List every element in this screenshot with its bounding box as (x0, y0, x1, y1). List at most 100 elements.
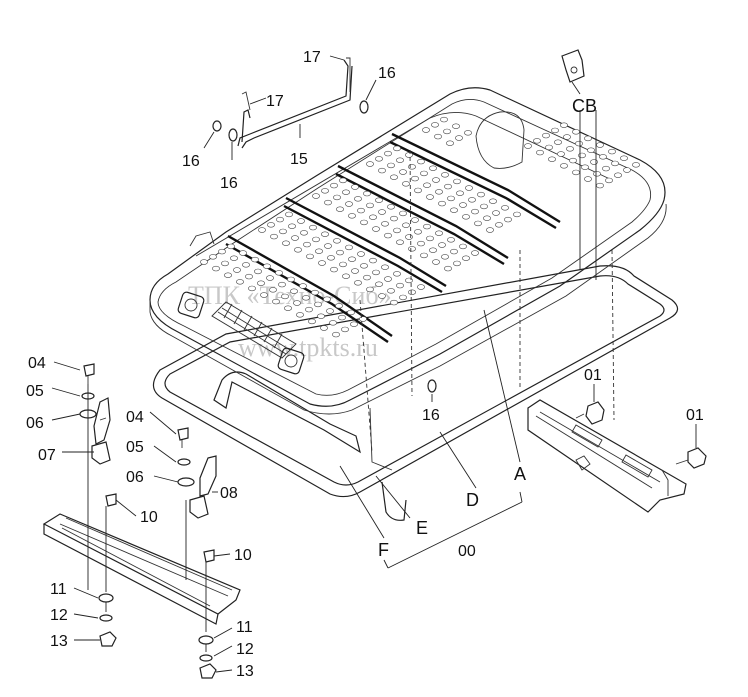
perforation-hole (408, 246, 416, 252)
label-06a: 06 (26, 415, 44, 432)
perforation-hole (438, 200, 446, 207)
perforation-hole (605, 177, 613, 184)
label-f: F (378, 540, 389, 560)
perforation-hole (464, 130, 472, 136)
perforation-hole (444, 183, 452, 190)
perforation-hole (608, 148, 616, 155)
perforation-hole (554, 139, 562, 145)
perforation-hole (242, 262, 250, 268)
label-13a: 13 (50, 633, 68, 650)
perforation-hole (545, 144, 553, 151)
watermark-line2: www.tpkts.ru (238, 333, 378, 362)
perforation-hole (305, 306, 313, 313)
perforation-hole (278, 281, 286, 288)
perforation-hole (315, 248, 323, 254)
cover-main (149, 87, 667, 415)
perforation-hole (399, 294, 407, 301)
perforation-hole (294, 247, 302, 253)
perforation-hole (290, 288, 298, 294)
perforation-hole (309, 224, 317, 231)
perforation-hole (224, 272, 232, 278)
perforation-hole (300, 230, 308, 236)
perforation-hole (375, 156, 383, 162)
label-11b: 11 (236, 619, 253, 636)
perforation-hole (318, 260, 326, 266)
perforation-hole (302, 295, 310, 301)
perforation-hole (411, 217, 419, 223)
perforation-hole (350, 321, 358, 327)
perforation-hole (341, 326, 349, 333)
perforation-hole (321, 231, 329, 237)
perforation-hole (443, 128, 451, 135)
perforation-hole (560, 163, 568, 169)
label-11a: 11 (50, 581, 67, 598)
perforation-hole (405, 234, 413, 240)
perforation-hole (269, 287, 277, 293)
perforation-hole (275, 270, 283, 276)
perforation-hole (390, 299, 398, 306)
perforation-hole (393, 271, 401, 277)
perforation-hole (390, 215, 398, 222)
latch-left (79, 363, 111, 465)
perforation-hole (459, 202, 467, 208)
perforation-hole (474, 220, 482, 227)
perforation-hole (366, 202, 374, 209)
perforation-hole (258, 227, 266, 233)
perforation-hole (417, 284, 425, 290)
nut-13b (199, 663, 217, 679)
label-00: 00 (458, 543, 476, 560)
perforation-hole (284, 305, 292, 311)
perforation-hole (321, 188, 329, 194)
perforation-hole (335, 303, 343, 309)
perforation-hole (276, 216, 284, 223)
label-07: 07 (38, 447, 56, 464)
label-15: 15 (290, 151, 308, 168)
perforation-hole (453, 260, 461, 267)
perforation-hole (351, 184, 359, 190)
callout-labels: 17 17 16 16 16 15 16 CB 04 05 06 07 04 0… (26, 49, 704, 680)
perforation-hole (324, 199, 332, 206)
perforation-hole (492, 210, 500, 216)
perforation-hole (408, 289, 416, 295)
perforation-hole (575, 140, 583, 147)
perforation-hole (542, 132, 550, 139)
perforation-hole (306, 253, 314, 260)
perforation-hole (360, 263, 368, 269)
perforation-hole (378, 167, 386, 174)
perforation-hole (263, 263, 271, 269)
perforation-hole (602, 165, 610, 172)
perforation-hole (447, 195, 455, 202)
right-lamp-icon (277, 347, 305, 375)
perforation-hole (342, 273, 350, 279)
perforation-hole (375, 197, 383, 203)
perforation-hole (378, 293, 386, 299)
perforation-hole (338, 314, 346, 321)
perforation-hole (414, 187, 422, 194)
perforation-hole (429, 165, 437, 171)
bolt-01b (675, 447, 707, 469)
label-13b: 13 (236, 663, 254, 680)
perforation-hole (471, 208, 479, 215)
washer-11a (98, 593, 114, 603)
label-04b: 04 (126, 409, 144, 426)
perforation-hole (456, 190, 464, 196)
perforation-hole (483, 215, 491, 221)
spring-washer-12b (199, 654, 213, 662)
perforation-hole (381, 264, 389, 270)
perforation-hole (431, 122, 439, 128)
perforation-hole (212, 265, 220, 272)
perforation-hole (501, 205, 509, 211)
perforation-hole (287, 276, 295, 283)
perforation-hole (396, 239, 404, 245)
label-05a: 05 (26, 383, 44, 400)
perforation-hole (581, 164, 589, 170)
perforation-hole (239, 250, 247, 256)
perforation-hole (408, 164, 416, 170)
washer-11b (198, 635, 214, 645)
perforation-hole (329, 320, 337, 326)
perforation-hole (432, 177, 440, 183)
front-grille (211, 301, 297, 359)
perforation-hole (384, 232, 392, 239)
perforation-hole (569, 157, 577, 164)
perforation-hole (345, 201, 353, 207)
